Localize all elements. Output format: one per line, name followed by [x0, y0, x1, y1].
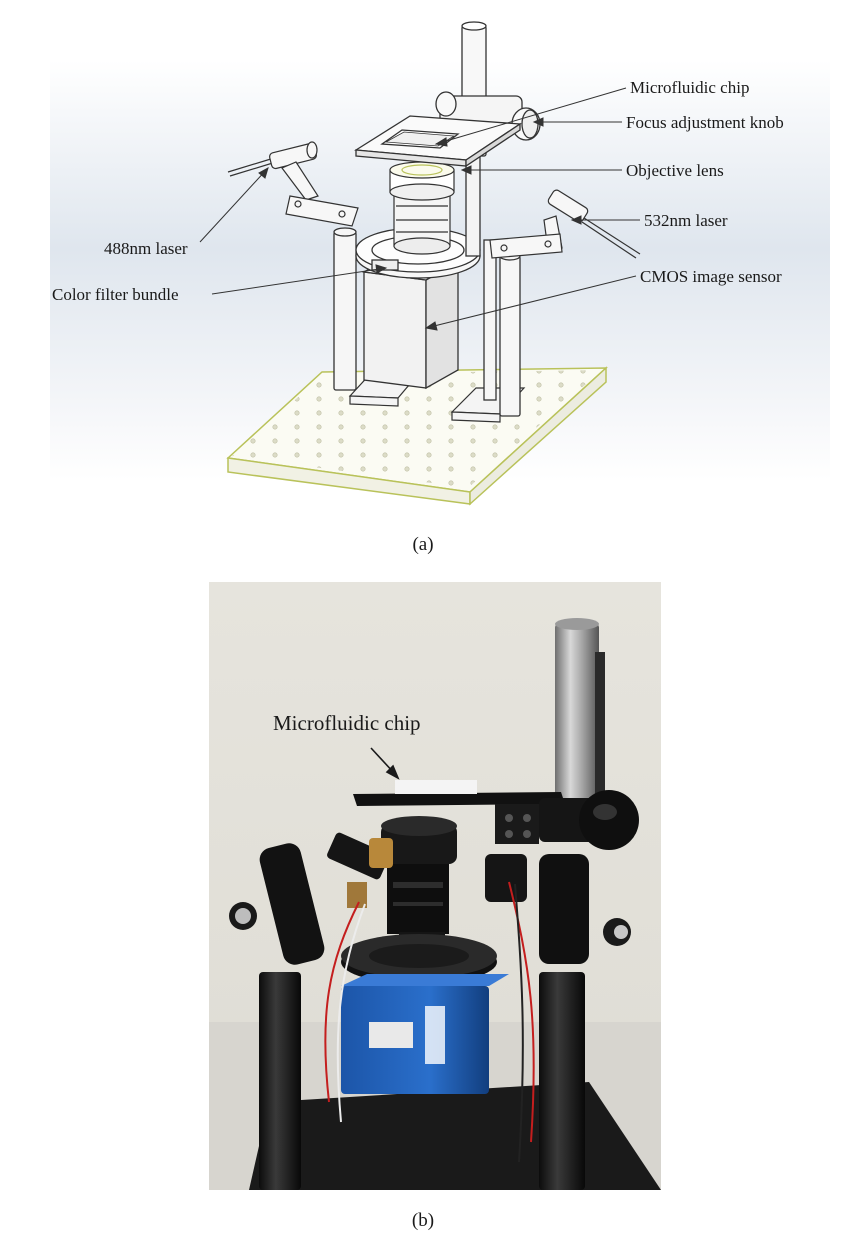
label-532-laser: 532nm laser: [644, 211, 728, 230]
photo-right-post: [539, 972, 585, 1190]
left-laser-arm: [227, 141, 359, 227]
photo-focus-knob: [539, 790, 639, 850]
label-objective-lens: Objective lens: [626, 161, 724, 180]
leader-lines: [199, 87, 640, 331]
panel-b-photograph: Microfluidic chip: [209, 582, 661, 1190]
label-cmos-sensor: CMOS image sensor: [640, 267, 782, 286]
leader-cmos-sensor: [425, 275, 637, 329]
objective-lens-drawing: [389, 161, 455, 255]
panel-a-cad-diagram: Microfluidic chip Focus adjustment knob …: [0, 0, 846, 520]
label-microfluidic-chip: Microfluidic chip: [630, 78, 749, 97]
cad-drawing: Microfluidic chip Focus adjustment knob …: [50, 21, 830, 506]
photo-right-laser-mount: [485, 854, 631, 964]
left-post: [333, 227, 357, 391]
label-488-laser: 488nm laser: [104, 239, 188, 258]
caption-panel-a: (a): [412, 534, 434, 555]
leader-color-filter: [211, 267, 387, 295]
photo-cables: [324, 881, 535, 1163]
label-focus-knob: Focus adjustment knob: [626, 113, 784, 132]
label-color-filter: Color filter bundle: [52, 285, 179, 304]
photo-left-laser-mount: [229, 832, 393, 965]
setup-photo: Microfluidic chip: [209, 582, 661, 1190]
leader-microfluidic-chip: [435, 87, 627, 145]
photo-filter-turret: [341, 934, 497, 984]
leader-488-laser: [199, 167, 269, 243]
caption-panel-b: (b): [411, 1210, 435, 1231]
photo-chip-stage: [353, 780, 565, 844]
photo-cmos-camera: [341, 974, 509, 1094]
right-posts: [483, 239, 521, 417]
chip-stage: [354, 115, 522, 168]
right-laser-arm: [489, 189, 641, 259]
photo-arrow: [370, 747, 400, 780]
photo-label-microfluidic-chip: Microfluidic chip: [273, 711, 421, 735]
photo-left-post: [259, 972, 301, 1190]
photo-focus-rod: [555, 618, 605, 822]
